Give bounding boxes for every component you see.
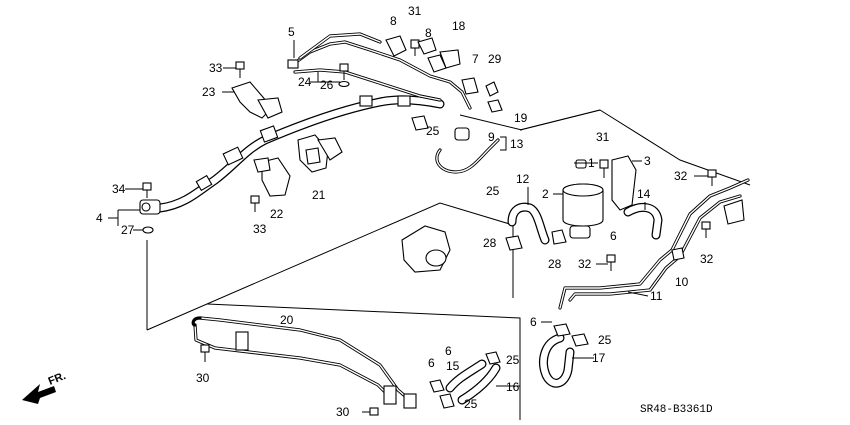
callout-21: 21 (312, 188, 326, 202)
front-direction-arrow (22, 384, 56, 404)
callout-11: 11 (650, 289, 663, 303)
callout-28-a: 28 (483, 236, 497, 250)
callout-34: 34 (112, 182, 126, 196)
callout-8-b: 8 (425, 26, 432, 40)
callout-6-d: 6 (428, 356, 435, 370)
callout-26: 26 (320, 78, 334, 92)
diagram-code: SR48-B3361D (640, 404, 713, 416)
callout-25-a: 25 (426, 124, 440, 138)
callout-22: 22 (270, 207, 284, 221)
callout-20: 20 (280, 313, 294, 327)
callout-14: 14 (637, 187, 651, 201)
callout-16: 16 (506, 380, 520, 394)
callout-31-b: 31 (596, 130, 610, 144)
callout-8-a: 8 (390, 14, 397, 28)
callout-6-a: 6 (610, 229, 617, 243)
callout-17: 17 (592, 351, 606, 365)
callout-5: 5 (288, 25, 295, 39)
callout-18: 18 (452, 19, 466, 33)
bolt-33-lower (250, 195, 260, 212)
bolt-30-lower (362, 407, 379, 416)
callout-30-a: 30 (196, 371, 210, 385)
callout-32-b: 32 (700, 252, 714, 266)
hose-14 (623, 203, 663, 240)
bolt-30-upper (200, 344, 210, 362)
callout-33-a: 33 (209, 61, 223, 75)
callout-9: 9 (488, 130, 495, 144)
callout-28-b: 28 (548, 257, 562, 271)
clamp-21 (297, 134, 343, 173)
cooler-20 (191, 316, 417, 409)
return-pipe-assembly (287, 32, 472, 110)
callout-30-b: 30 (336, 405, 350, 419)
pump-bracket (401, 225, 451, 273)
bolt-32-c (606, 254, 616, 271)
callout-12: 12 (516, 172, 530, 186)
clamp-8-upper (385, 35, 461, 73)
callout-31-a: 31 (408, 4, 422, 18)
washer-27 (142, 226, 154, 234)
bolt-32-a (707, 169, 717, 186)
callout-6-b: 6 (530, 315, 537, 329)
callout-7: 7 (472, 52, 479, 66)
callout-29: 29 (488, 52, 502, 66)
bolt-32-b (701, 221, 711, 238)
callout-6-c: 6 (445, 344, 452, 358)
clamps-6-25-lower (429, 351, 501, 409)
callout-25-b: 25 (486, 184, 500, 198)
upper-small-parts (410, 37, 503, 113)
leader-lines (108, 40, 708, 387)
front-direction-label: FR. (47, 370, 68, 388)
clamp-22 (253, 157, 291, 197)
callout-24: 24 (298, 75, 312, 89)
callout-2: 2 (542, 187, 549, 201)
callout-4: 4 (96, 211, 103, 225)
bolt-26 (338, 63, 350, 88)
callout-13: 13 (510, 137, 524, 151)
suction-hose-9 (411, 115, 500, 174)
callout-27: 27 (121, 223, 135, 237)
hose-15 (445, 359, 487, 393)
callout-23: 23 (202, 85, 216, 99)
callout-10: 10 (675, 275, 689, 289)
callout-labels: 1 2 3 4 5 6 6 6 6 7 8 8 9 10 11 12 13 14… (96, 4, 714, 419)
callout-15: 15 (446, 359, 460, 373)
bracket-23 (231, 81, 283, 119)
clamp-28-right (551, 229, 567, 245)
hose-12 (507, 202, 550, 245)
callout-25-c: 25 (598, 333, 612, 347)
bolt-34 (142, 182, 152, 198)
callout-19: 19 (514, 111, 528, 125)
reservoir-assembly (562, 155, 637, 239)
hose-16 (457, 363, 501, 405)
callout-25-e: 25 (464, 397, 478, 411)
pressure-hose-assembly (139, 95, 445, 215)
pipe-11 (558, 178, 750, 310)
callout-32-c: 32 (578, 257, 592, 271)
callout-33-b: 33 (253, 222, 267, 236)
clamp-28-left (505, 235, 523, 251)
callout-25-d: 25 (506, 353, 520, 367)
callout-32-a: 32 (674, 169, 688, 183)
hose-17 (539, 323, 589, 388)
callout-3: 3 (644, 154, 651, 168)
bolt-33-top (235, 61, 245, 78)
clip-10 (671, 247, 685, 261)
